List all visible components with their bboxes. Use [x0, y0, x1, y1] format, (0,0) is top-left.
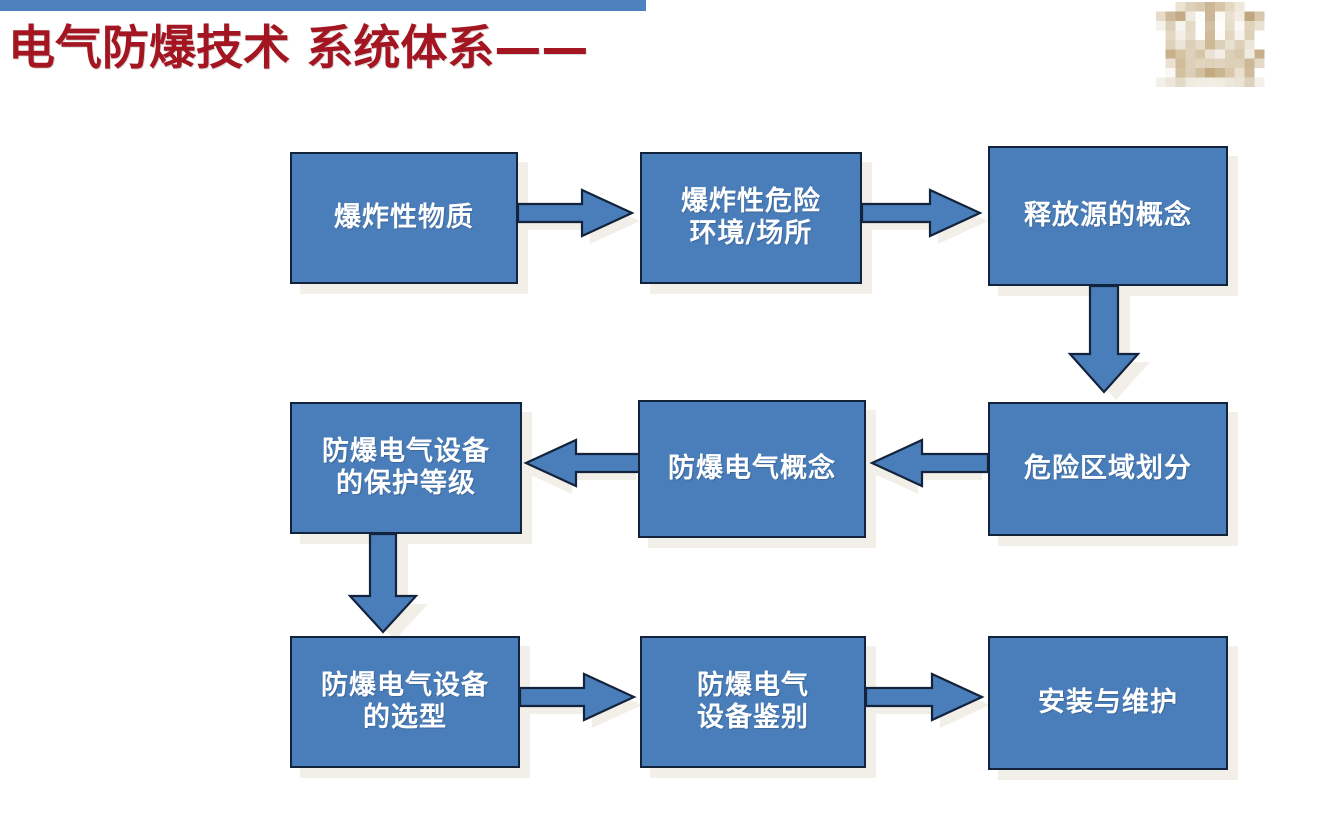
page-title: 电气防爆技术 系统体系——	[8, 21, 589, 76]
arrow-right-n1-n2	[516, 186, 642, 252]
arrow-left-n6-n5	[866, 436, 990, 502]
flow-node-fbdqsbbhdj[interactable]: 防爆电气设备 的保护等级	[290, 402, 522, 534]
arrow-right-n2-n3	[860, 186, 990, 252]
flow-node-bzxwz[interactable]: 爆炸性物质	[290, 152, 518, 284]
top-accent-bar	[0, 0, 646, 11]
organization-logo-icon	[1146, 2, 1284, 106]
flow-node-fbdqgn[interactable]: 防爆电气概念	[638, 400, 866, 538]
arrow-down-n4-n7	[342, 532, 462, 648]
flow-node-bzxwxhj[interactable]: 爆炸性危险 环境/场所	[640, 152, 862, 284]
arrow-left-n5-n4	[522, 436, 644, 502]
flow-node-wxqyhf[interactable]: 危险区域划分	[988, 402, 1228, 536]
flow-node-azywh[interactable]: 安装与维护	[988, 636, 1228, 770]
arrow-right-n7-n8	[518, 670, 644, 736]
arrow-down-n3-n6	[1062, 284, 1182, 408]
flow-node-fbdqsbjb[interactable]: 防爆电气 设备鉴别	[640, 636, 866, 768]
arrow-right-n8-n9	[864, 670, 992, 736]
flow-node-sfyddgn[interactable]: 释放源的概念	[988, 146, 1228, 286]
flow-node-fbdqsbdxx[interactable]: 防爆电气设备 的选型	[290, 636, 520, 768]
